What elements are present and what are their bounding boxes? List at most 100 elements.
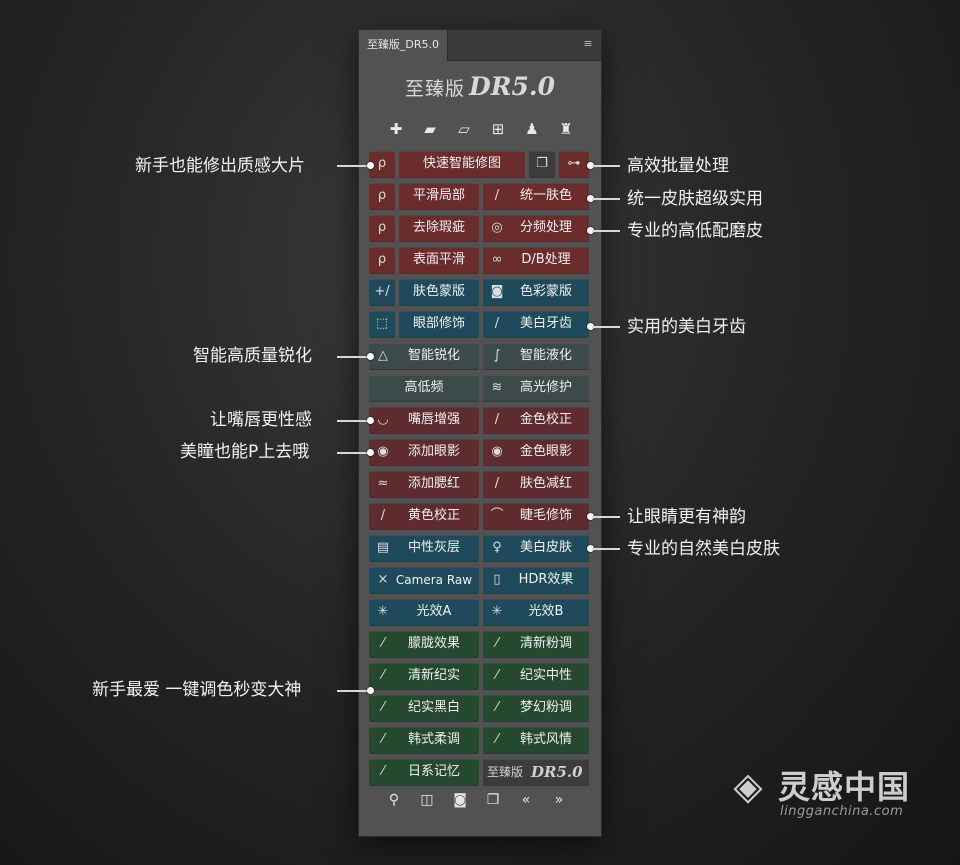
- annotation-line: [337, 165, 371, 167]
- db-process-button[interactable]: ∞D/B处理: [483, 247, 589, 273]
- bandage-alt-icon[interactable]: ▱: [458, 120, 470, 138]
- smart-sharpen-button[interactable]: △智能锐化: [369, 343, 479, 369]
- doc-bw-button[interactable]: ⁄纪实黑白: [369, 695, 479, 721]
- eyedropper-icon: /: [494, 412, 500, 427]
- eyedropper-icon: /: [380, 508, 386, 523]
- selection-button[interactable]: ⬚: [369, 311, 395, 337]
- button-label: 韩式柔调: [407, 732, 460, 747]
- brush-plus-icon[interactable]: ✚: [389, 120, 403, 138]
- eyedropper-plus-button[interactable]: +/: [369, 279, 395, 305]
- highlight-repair-button[interactable]: ≋高光修护: [483, 375, 589, 401]
- lines-icon: ≋: [491, 380, 503, 395]
- annotation-line: [592, 198, 620, 200]
- korean-style-button[interactable]: ⁄韩式风情: [483, 727, 589, 753]
- watermark-logo-icon: ◈: [733, 764, 763, 808]
- annotation-line: [592, 165, 620, 167]
- yellow-correct-button[interactable]: /黄色校正: [369, 503, 479, 529]
- stamp-x-icon[interactable]: ♜: [559, 120, 573, 138]
- magic-wand-icon: ⁄: [495, 668, 499, 683]
- eye-retouch-button[interactable]: 眼部修饰: [399, 311, 479, 337]
- button-label: 中性灰层: [407, 540, 460, 555]
- annotation-lash: 让眼睛更有神韵: [627, 507, 746, 527]
- chevron-left-icon[interactable]: «: [521, 792, 531, 808]
- color-mask-button[interactable]: ◙色彩蒙版: [483, 279, 589, 305]
- panel-menu-icon[interactable]: ≡: [583, 37, 593, 50]
- annotation-quick: 新手也能修出质感大片: [135, 156, 305, 176]
- bandage-icon[interactable]: ▰: [424, 120, 436, 138]
- camera-icon[interactable]: ◙: [453, 792, 467, 808]
- button-label: 肤色减红: [519, 476, 572, 491]
- gold-correct-button[interactable]: /金色校正: [483, 407, 589, 433]
- lash-retouch-button[interactable]: ⌒睫毛修饰: [483, 503, 589, 529]
- hdr-effect-button[interactable]: ▯HDR效果: [483, 567, 589, 593]
- light-b-button[interactable]: ✳光效B: [483, 599, 589, 625]
- annotation-whiten: 专业的自然美白皮肤: [627, 539, 780, 559]
- freq-separation-button[interactable]: ◎分频处理: [483, 215, 589, 241]
- sliders-icon: ⊶: [567, 156, 581, 171]
- annotation-sharpen: 智能高质量锐化: [193, 346, 312, 366]
- skin-reduce-red-button[interactable]: / 肤色减红: [483, 471, 589, 497]
- eyedropper-plus-icon: +/: [374, 284, 390, 299]
- smooth-local-button[interactable]: 平滑局部: [399, 183, 479, 209]
- unify-skin-button[interactable]: /统一肤色: [483, 183, 589, 209]
- light-a-button[interactable]: ✳光效A: [369, 599, 479, 625]
- fresh-doc-button[interactable]: ⁄清新纪实: [369, 663, 479, 689]
- watermark-url: lingganchina.com: [780, 804, 904, 819]
- chip-icon[interactable]: ⊞: [491, 120, 505, 138]
- quick-smart-retouch-button[interactable]: 快速智能修图: [399, 151, 525, 177]
- button-label: 平滑局部: [412, 188, 465, 203]
- teeth-whiten-button[interactable]: /美白牙齿: [483, 311, 589, 337]
- brand-button[interactable]: 至臻版 DR5.0: [483, 759, 589, 785]
- zoom-icon[interactable]: ⚲: [388, 792, 400, 808]
- neutral-gray-button[interactable]: ▤中性灰层: [369, 535, 479, 561]
- magic-wand-icon: ⁄: [381, 668, 385, 683]
- button-label: HDR效果: [518, 572, 574, 587]
- hazy-effect-button[interactable]: ⁄朦胧效果: [369, 631, 479, 657]
- dream-pink-button[interactable]: ⁄梦幻粉调: [483, 695, 589, 721]
- fresh-pink-button[interactable]: ⁄清新粉调: [483, 631, 589, 657]
- button-label: 色彩蒙版: [519, 284, 572, 299]
- eye-icon: ◉: [491, 444, 503, 459]
- korean-soft-button[interactable]: ⁄韩式柔调: [369, 727, 479, 753]
- annotation-grading: 新手最爱 一键调色秒变大神: [92, 680, 302, 700]
- button-label: 纪实黑白: [407, 700, 460, 715]
- layers-icon: ❐: [536, 156, 548, 171]
- lasso-button[interactable]: ρ: [369, 247, 395, 273]
- button-label: 韩式风情: [519, 732, 572, 747]
- compare-icon[interactable]: ◫: [420, 792, 434, 808]
- button-label: 日系记忆: [407, 764, 460, 779]
- panel-tab[interactable]: 至臻版_DR5.0: [359, 30, 448, 61]
- lasso-button[interactable]: ρ: [369, 215, 395, 241]
- japanese-memory-button[interactable]: ⁄日系记忆: [369, 759, 479, 785]
- lasso-button[interactable]: ρ: [369, 183, 395, 209]
- brand-cn-text: 至臻版: [487, 765, 524, 779]
- add-blush-button[interactable]: ≈添加腮红: [369, 471, 479, 497]
- lasso-icon: ρ: [377, 156, 387, 171]
- button-label: 美白牙齿: [519, 316, 572, 331]
- panel-tab-bar: 至臻版_DR5.0 ≡: [359, 30, 601, 61]
- copy-icon[interactable]: ❐: [486, 792, 500, 808]
- annotation-line: [337, 420, 371, 422]
- batch-layers-button[interactable]: ❐: [529, 151, 555, 177]
- chevron-right-icon[interactable]: »: [554, 792, 564, 808]
- batch-process-button[interactable]: ⊶: [559, 151, 589, 177]
- annotation-teeth: 实用的美白牙齿: [627, 317, 746, 337]
- tool-icon-row: ✚ ▰ ▱ ⊞ ♟ ♜: [379, 118, 579, 142]
- gold-eyeshadow-button[interactable]: ◉金色眼影: [483, 439, 589, 465]
- whiten-skin-button[interactable]: ♀美白皮肤: [483, 535, 589, 561]
- logo-dr-text: DR5.0: [469, 72, 555, 101]
- lip-enhance-button[interactable]: ◡嘴唇增强: [369, 407, 479, 433]
- skin-mask-button[interactable]: 肤色蒙版: [399, 279, 479, 305]
- stamp-icon[interactable]: ♟: [525, 120, 539, 138]
- annotation-line: [592, 326, 620, 328]
- eyedropper-icon: /: [494, 476, 500, 491]
- doc-neutral-button[interactable]: ⁄纪实中性: [483, 663, 589, 689]
- camera-raw-button[interactable]: ×Camera Raw: [369, 567, 479, 593]
- surface-smooth-button[interactable]: 表面平滑: [399, 247, 479, 273]
- spiral-icon: ◎: [491, 220, 503, 235]
- smart-liquify-button[interactable]: ∫智能液化: [483, 343, 589, 369]
- add-eyeshadow-button[interactable]: ◉添加眼影: [369, 439, 479, 465]
- annotation-dot: [587, 195, 594, 202]
- remove-blemish-button[interactable]: 去除瑕疵: [399, 215, 479, 241]
- high-low-freq-button[interactable]: 高低频: [369, 375, 479, 401]
